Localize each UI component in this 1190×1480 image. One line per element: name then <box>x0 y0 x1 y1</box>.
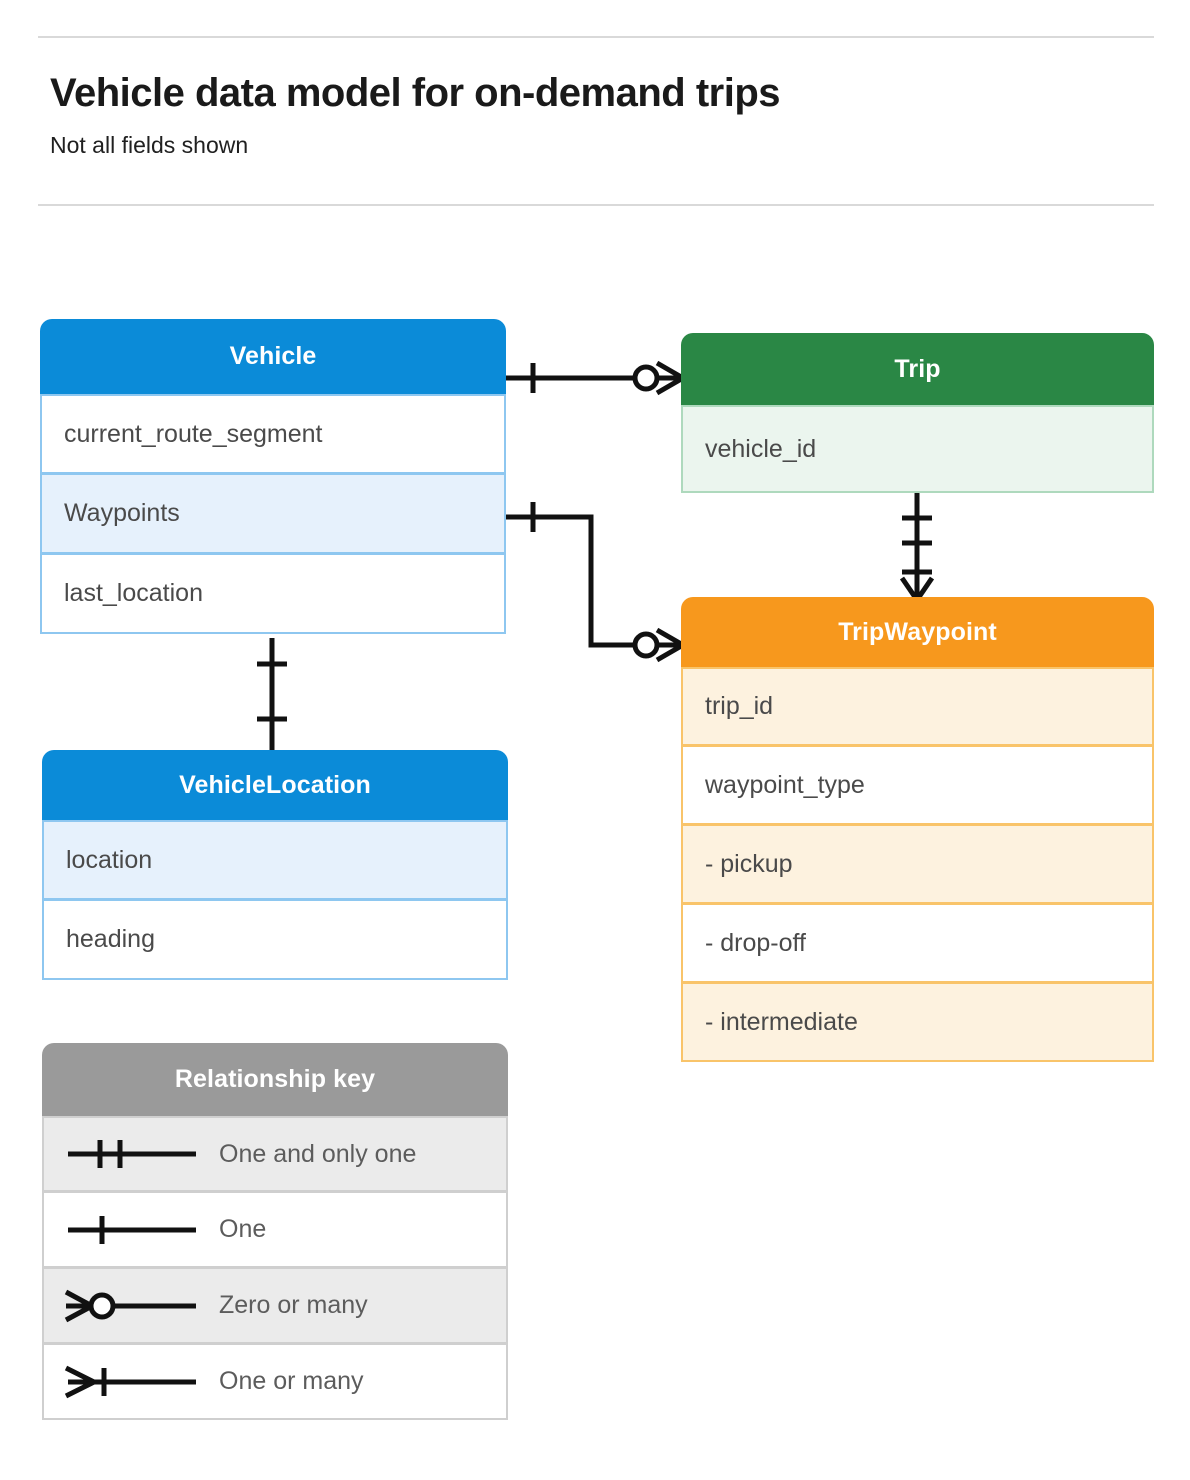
page-subtitle: Not all fields shown <box>50 132 249 158</box>
field-label: location <box>66 845 153 874</box>
legend-header: Relationship key <box>42 1043 508 1116</box>
zero-or-many-symbol <box>44 1286 219 1326</box>
connector-vehicle-trip <box>505 360 685 396</box>
entity-vehicle[interactable]: Vehicle current_route_segment Waypoints … <box>40 319 506 634</box>
entity-vehicle-title: Vehicle <box>229 342 317 370</box>
header-divider-bottom <box>38 204 1154 206</box>
field-label: last_location <box>64 579 203 607</box>
legend-row-one-or-many: One or many <box>42 1344 508 1420</box>
legend-relationship-key: Relationship key One and only one One <box>42 1043 508 1420</box>
legend-title: Relationship key <box>174 1065 376 1093</box>
one-symbol <box>44 1210 219 1250</box>
entity-vehiclelocation-field-heading[interactable]: heading <box>42 900 508 980</box>
entity-vehicle-header: Vehicle <box>40 319 506 394</box>
legend-row-one-and-only-one: One and only one <box>42 1116 508 1192</box>
field-label: - intermediate <box>705 1007 858 1036</box>
field-label: waypoint_type <box>705 770 865 799</box>
connector-vehicle-vehiclelocation <box>257 638 287 752</box>
page-title: Vehicle data model for on-demand trips <box>50 71 781 115</box>
entity-tripwaypoint[interactable]: TripWaypoint trip_id waypoint_type - pic… <box>681 597 1154 1062</box>
legend-label: One or many <box>219 1367 364 1395</box>
entity-vehicle-field-waypoints[interactable]: Waypoints <box>40 474 506 554</box>
entity-tripwaypoint-header: TripWaypoint <box>681 597 1154 667</box>
entity-vehiclelocation-field-location[interactable]: location <box>42 820 508 900</box>
legend-row-zero-or-many: Zero or many <box>42 1268 508 1344</box>
entity-trip-title: Trip <box>894 354 941 383</box>
entity-tripwaypoint-field-trip-id[interactable]: trip_id <box>681 667 1154 746</box>
field-label: heading <box>66 925 155 953</box>
field-label: vehicle_id <box>705 434 817 463</box>
entity-tripwaypoint-value-drop-off[interactable]: - drop-off <box>681 904 1154 983</box>
legend-row-one: One <box>42 1192 508 1268</box>
legend-label: Zero or many <box>219 1291 368 1319</box>
entity-tripwaypoint-title: TripWaypoint <box>838 617 997 646</box>
entity-tripwaypoint-value-intermediate[interactable]: - intermediate <box>681 983 1154 1062</box>
entity-trip[interactable]: Trip vehicle_id <box>681 333 1154 493</box>
field-label: current_route_segment <box>64 419 323 448</box>
legend-label: One and only one <box>219 1139 417 1168</box>
entity-tripwaypoint-value-pickup[interactable]: - pickup <box>681 825 1154 904</box>
entity-vehiclelocation-header: VehicleLocation <box>42 750 508 820</box>
field-label: trip_id <box>705 692 774 720</box>
entity-vehiclelocation[interactable]: VehicleLocation location heading <box>42 750 508 980</box>
field-label: - drop-off <box>705 928 806 957</box>
entity-trip-header: Trip <box>681 333 1154 405</box>
entity-trip-field-vehicle-id[interactable]: vehicle_id <box>681 405 1154 493</box>
field-label: Waypoints <box>64 499 180 527</box>
connector-trip-tripwaypoint <box>899 492 935 602</box>
legend-label: One <box>219 1215 267 1243</box>
connector-waypoints-tripwaypoint <box>505 502 685 663</box>
header-divider-top <box>38 36 1154 38</box>
field-label: - pickup <box>705 849 793 878</box>
entity-vehicle-field-current-route-segment[interactable]: current_route_segment <box>40 394 506 474</box>
entity-vehiclelocation-title: VehicleLocation <box>179 770 371 799</box>
one-and-only-one-symbol <box>44 1134 219 1174</box>
one-or-many-symbol <box>44 1362 219 1402</box>
entity-vehicle-field-last-location[interactable]: last_location <box>40 554 506 634</box>
entity-tripwaypoint-field-waypoint-type[interactable]: waypoint_type <box>681 746 1154 825</box>
